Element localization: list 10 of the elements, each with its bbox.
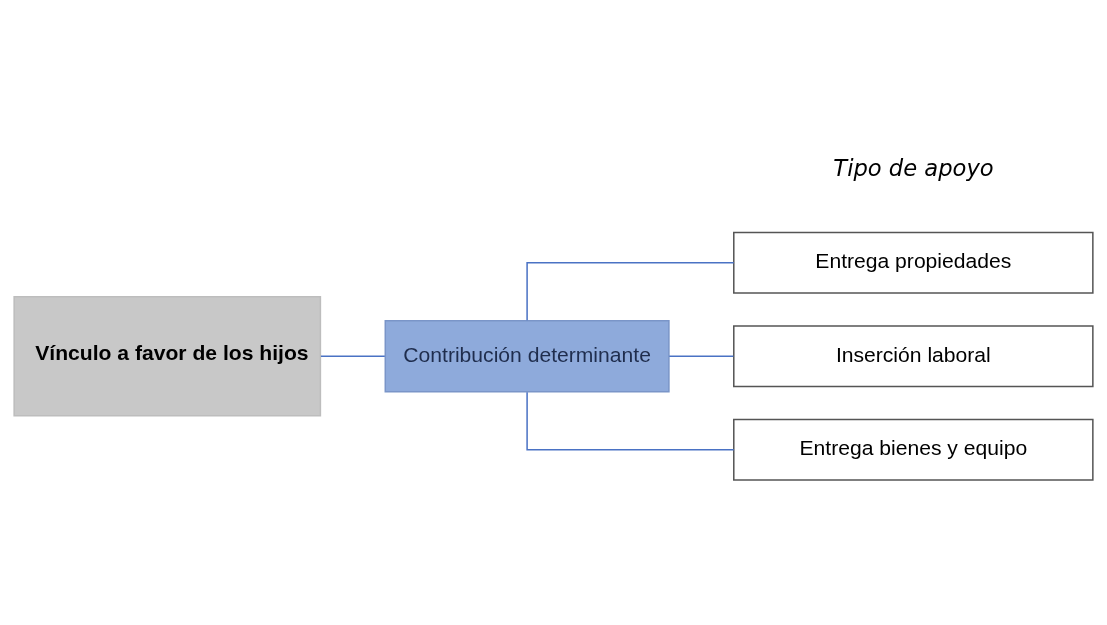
connector xyxy=(526,391,735,451)
connector xyxy=(668,355,735,357)
node-box: Inserción laboral xyxy=(733,325,1094,388)
node-box: Vínculo a favor de los hijos xyxy=(13,295,322,417)
label: Tipo de apoyo xyxy=(833,154,994,181)
connector xyxy=(526,261,735,322)
connector xyxy=(320,355,386,357)
node-box: Entrega bienes y equipo xyxy=(733,418,1094,481)
node-box: Entrega propiedades xyxy=(733,231,1094,294)
node-box: Contribución determinante xyxy=(384,320,670,393)
